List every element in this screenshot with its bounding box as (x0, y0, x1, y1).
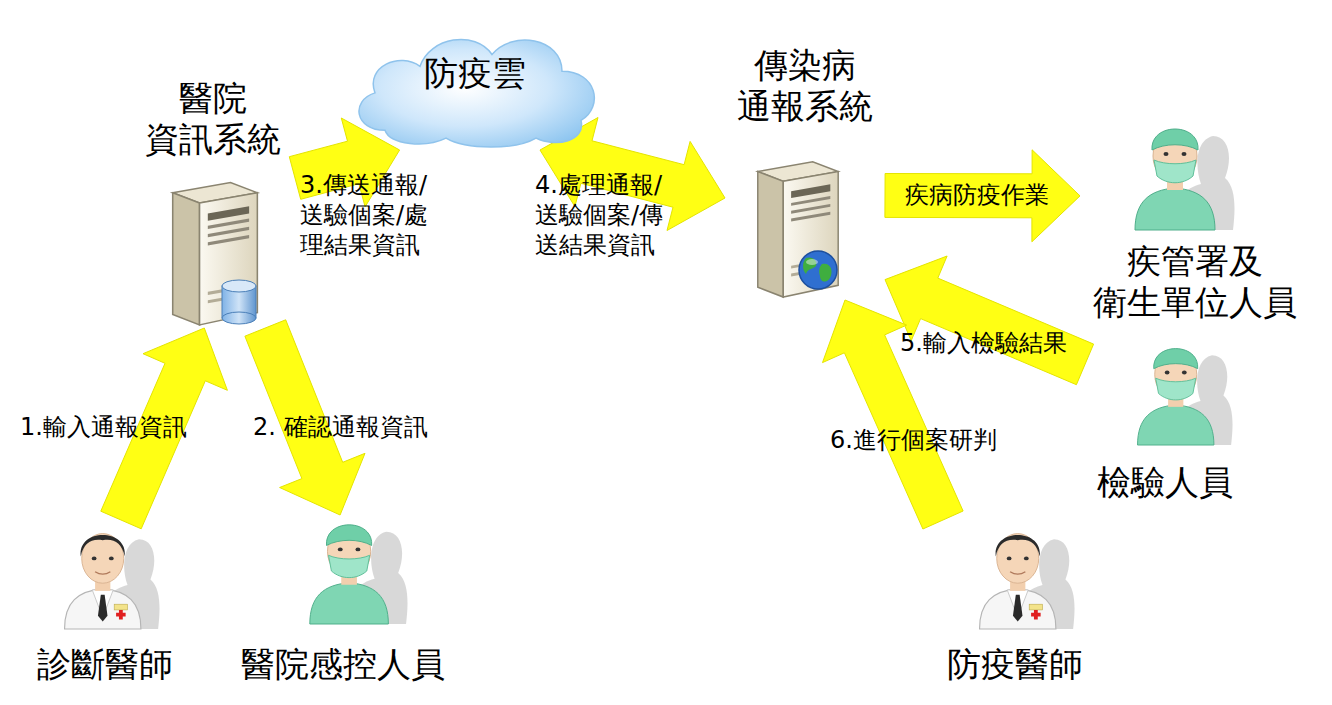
nurse-icon (310, 525, 408, 624)
nurse-icon (1135, 129, 1235, 230)
node-text: 醫院感控人員 (225, 644, 460, 685)
block-arrow (885, 256, 1094, 385)
arrow-label: 6.進行個案研判 (830, 425, 997, 455)
doctor-icon (980, 534, 1075, 629)
node-text: 防疫醫師 (935, 644, 1095, 685)
arrow-label: 1.輸入通報資訊 (20, 412, 187, 442)
block-arrow (885, 150, 1080, 242)
globe-icon (799, 251, 837, 289)
node-text: 檢驗人員 (1085, 462, 1245, 503)
arrow-label: 4.處理通報/送驗個案/傳送結果資訊 (535, 170, 683, 260)
node-text: 醫院 資訊系統 (130, 78, 295, 160)
server-node: 醫院 資訊系統 (130, 78, 295, 328)
arrow-label: 5.輸入檢驗結果 (900, 328, 1067, 358)
server-node: 傳染病 通報系統 (725, 45, 885, 300)
person-node: 檢驗人員 (1085, 338, 1245, 503)
person-node: 診斷醫師 (25, 520, 185, 685)
person-node: 疾管署及 衛生單位人員 (1080, 118, 1310, 323)
arrow-label: 3.傳送通報/送驗個案/處理結果資訊 (300, 170, 448, 260)
arrow-label: 疾病防疫作業 (905, 180, 1049, 210)
doctor-icon (65, 534, 160, 629)
cloud-node: 防疫雲 (345, 22, 605, 150)
node-text: 疾管署及 衛生單位人員 (1080, 241, 1310, 323)
nurse-icon (1138, 349, 1233, 445)
server-icon (758, 162, 838, 297)
database-icon (222, 280, 256, 324)
node-text: 防疫雲 (345, 53, 605, 94)
person-node: 防疫醫師 (935, 520, 1095, 685)
arrow-label: 2. 確認通報資訊 (253, 412, 428, 442)
node-text: 傳染病 通報系統 (725, 45, 885, 127)
server-icon (173, 182, 258, 324)
node-text: 診斷醫師 (25, 644, 185, 685)
person-node: 醫院感控人員 (225, 515, 460, 685)
